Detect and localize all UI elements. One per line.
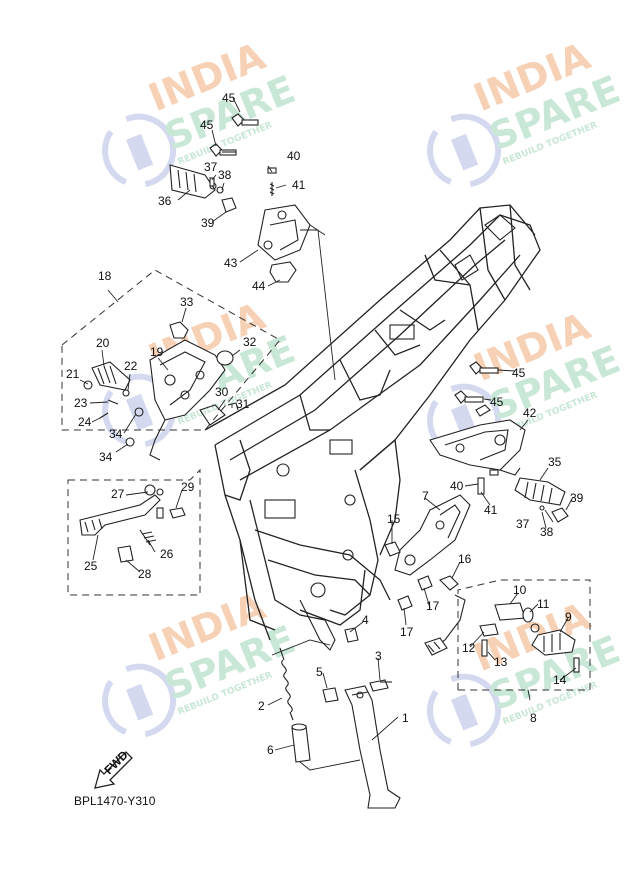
- callout-33: 33: [180, 295, 194, 309]
- callout-17: 17: [426, 599, 440, 613]
- callout-38: 38: [540, 525, 554, 539]
- callout-40: 40: [450, 479, 464, 493]
- sidestand-leaders: [271, 639, 361, 771]
- shift-pedal-group-outline: [67, 468, 201, 596]
- callout-38: 38: [218, 168, 232, 182]
- callout-25: 25: [84, 559, 98, 573]
- callout-18: 18: [98, 269, 112, 283]
- callout-45: 45: [200, 118, 214, 132]
- bolts-45-right: [454, 361, 499, 404]
- callout-36: 36: [158, 194, 172, 208]
- shift-pedal-25: [79, 484, 186, 563]
- callout-9: 9: [565, 610, 572, 624]
- callout-10: 10: [513, 583, 527, 597]
- left-footrest-36: [169, 164, 237, 213]
- right-footrest-9: [479, 602, 580, 673]
- diagram-code: BPL1470-Y310: [74, 794, 156, 808]
- callout-28: 28: [138, 567, 152, 581]
- callout-11: 11: [537, 597, 550, 611]
- callout-labels: 1234567891011121314151617171819202122232…: [66, 91, 584, 757]
- right-footrest-bracket-42: [429, 404, 526, 476]
- callout-23: 23: [74, 396, 88, 410]
- callout-40: 40: [287, 149, 301, 163]
- sleeve-6: [291, 723, 311, 763]
- callout-21: 21: [66, 367, 80, 381]
- left-footrest-bracket-19: [149, 321, 239, 461]
- callout-39: 39: [570, 491, 584, 505]
- callout-34: 34: [109, 427, 123, 441]
- callout-19: 19: [150, 345, 164, 359]
- pin-40-41-top: [267, 167, 277, 196]
- callout-39: 39: [201, 216, 215, 230]
- callout-41: 41: [484, 503, 498, 517]
- callout-34: 34: [99, 450, 113, 464]
- callout-6: 6: [267, 743, 274, 757]
- callout-20: 20: [96, 336, 110, 350]
- group-8-outline: [457, 579, 591, 691]
- callout-17: 17: [400, 625, 414, 639]
- callout-37: 37: [204, 160, 218, 174]
- callout-27: 27: [111, 487, 125, 501]
- main-frame: [204, 204, 541, 651]
- callout-2: 2: [258, 699, 265, 713]
- fwd-arrow-icon: FWD: [94, 748, 133, 789]
- callout-5: 5: [316, 665, 323, 679]
- callout-24: 24: [78, 415, 92, 429]
- callout-4: 4: [362, 613, 369, 627]
- bolt-45-top: [209, 113, 259, 157]
- callout-42: 42: [523, 406, 537, 420]
- callout-7: 7: [422, 489, 429, 503]
- callout-45: 45: [512, 366, 526, 380]
- callout-35: 35: [548, 455, 562, 469]
- callout-3: 3: [375, 649, 382, 663]
- callout-16: 16: [458, 552, 472, 566]
- right-footrest-35: [477, 469, 569, 523]
- right-bracket-7: [384, 494, 471, 611]
- callout-13: 13: [494, 655, 508, 669]
- callout-15: 15: [387, 512, 401, 526]
- pin-37-38-top: [209, 177, 224, 194]
- brake-pedal: [424, 594, 466, 656]
- callout-41: 41: [292, 178, 306, 192]
- group-18-outline: [61, 269, 281, 431]
- callout-14: 14: [553, 673, 567, 687]
- callout-44: 44: [252, 279, 266, 293]
- left-footrest-20: [83, 361, 144, 447]
- leader-lines: [79, 97, 577, 751]
- spring-2: [279, 647, 294, 721]
- sidestand-1: [322, 627, 401, 809]
- callout-30: 30: [215, 385, 229, 399]
- callout-29: 29: [181, 480, 195, 494]
- callout-26: 26: [160, 547, 174, 561]
- callout-22: 22: [124, 359, 138, 373]
- callout-8: 8: [530, 711, 537, 725]
- callout-45: 45: [222, 91, 236, 105]
- callout-12: 12: [462, 641, 476, 655]
- callout-32: 32: [243, 335, 257, 349]
- callout-37: 37: [516, 517, 530, 531]
- callout-31: 31: [236, 397, 250, 411]
- callout-1: 1: [402, 711, 409, 725]
- upper-bracket-assembly: [257, 204, 336, 381]
- callout-43: 43: [224, 256, 238, 270]
- callout-45: 45: [490, 395, 504, 409]
